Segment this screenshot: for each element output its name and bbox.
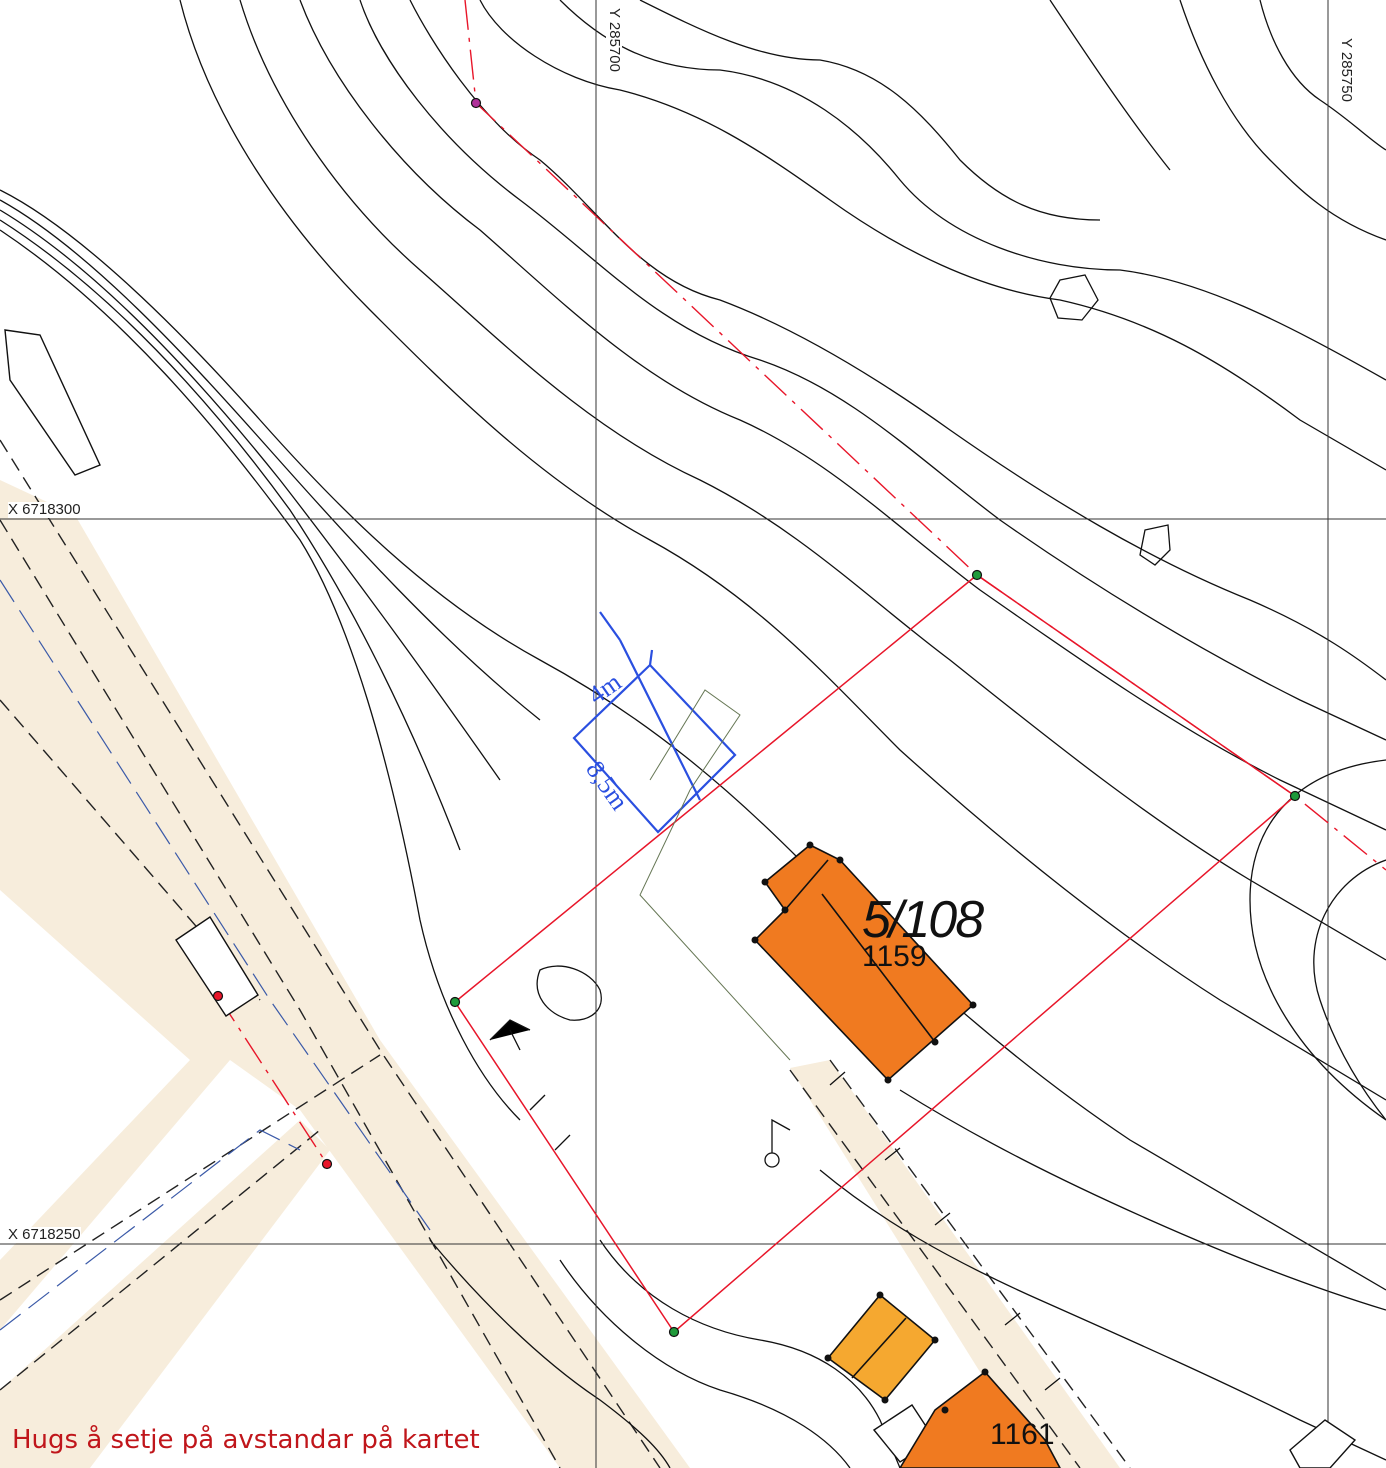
embankment-hatch xyxy=(489,1019,1061,1391)
contour-islands xyxy=(536,274,1171,1021)
driveway-outline xyxy=(639,689,791,1061)
building-1159-shape xyxy=(753,844,975,1082)
planned-building-sketch: 4m 8,5m xyxy=(572,611,737,834)
boundary-markers xyxy=(212,97,1301,1338)
grid-label-x-6718250: X 6718250 xyxy=(8,1226,81,1243)
reminder-note: Hugs å setje på avstandar på kartet xyxy=(12,1425,480,1455)
road-area xyxy=(0,480,1120,1468)
blue-dashed-lines xyxy=(0,579,431,1331)
building-1161-shape xyxy=(899,1370,1061,1468)
building-number-1159: 1159 xyxy=(862,940,927,973)
sketch-dim-4m: 4m xyxy=(583,667,627,710)
road-edges xyxy=(0,439,1131,1468)
sketch-dim-8-5m: 8,5m xyxy=(580,756,634,816)
parcel-label: 5/108 xyxy=(862,891,984,949)
grid-label-x-6718300: X 6718300 xyxy=(8,501,81,518)
grid-label-y-285700: Y 285700 xyxy=(606,8,623,72)
building-number-1161: 1161 xyxy=(990,1418,1055,1451)
point-symbol xyxy=(764,1118,791,1168)
building-corner-points xyxy=(751,841,989,1414)
building-garage-shape xyxy=(826,1293,937,1402)
grid-label-y-285750: Y 285750 xyxy=(1338,38,1355,102)
